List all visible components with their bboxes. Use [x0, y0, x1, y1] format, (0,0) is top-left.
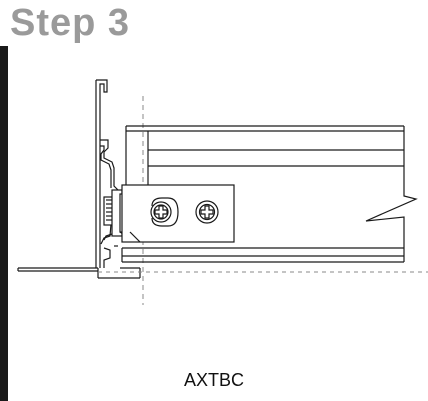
drawer-slide-rail: [121, 125, 418, 263]
centerline-dashes: [98, 96, 428, 305]
round-hole-screw: [195, 200, 219, 224]
cabinet-floor: [17, 267, 141, 279]
slotted-hole-screw: [150, 197, 179, 227]
left-margin-bar: [0, 46, 8, 401]
front-panel-profile: [95, 79, 108, 268]
step-title: Step 3: [10, 2, 131, 44]
model-caption: AXTBC: [183, 370, 244, 390]
